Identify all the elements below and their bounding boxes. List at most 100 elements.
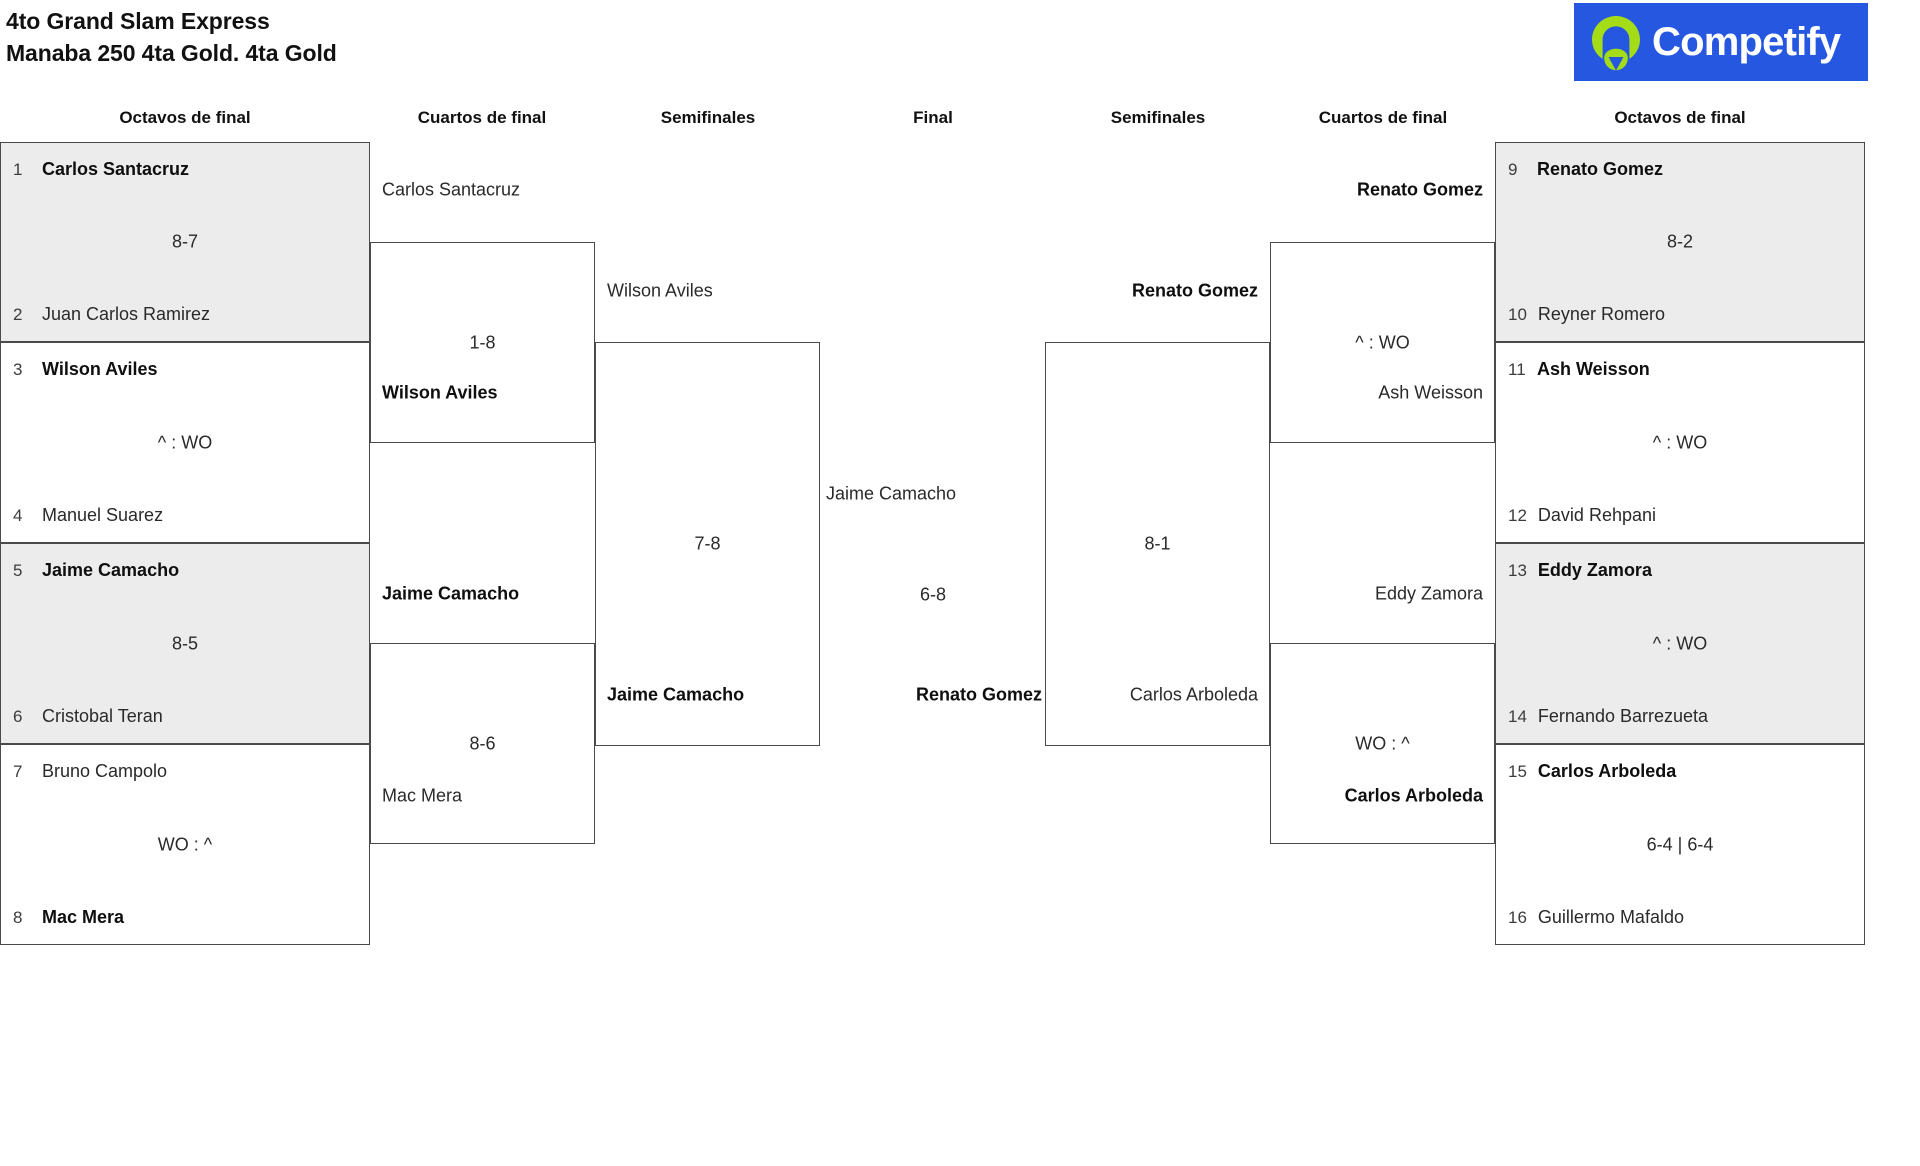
player-slot-bottom[interactable]: 14 Fernando Barrezueta	[1496, 706, 1864, 727]
seed-number: 9	[1508, 159, 1518, 179]
player-name: Eddy Zamora	[1537, 560, 1652, 580]
advancing-player-left-sf-bottom[interactable]: Jaime Camacho	[607, 684, 745, 705]
player-slot-top[interactable]: 7 Bruno Campolo	[1, 761, 369, 782]
match-cell-left-r16-4[interactable]: 7 Bruno Campolo WO : ^ 8 Mac Mera	[0, 744, 370, 945]
round-title-left-semis: Semifinales	[660, 108, 756, 127]
seed-number: 16	[1508, 907, 1527, 927]
competify-logo: Competify	[1574, 3, 1868, 81]
seed-number: 13	[1508, 560, 1527, 580]
round-title-right-octavos: Octavos de final	[1614, 108, 1746, 127]
seed-number: 11	[1508, 359, 1526, 379]
player-slot-top[interactable]: 11 Ash Weisson	[1496, 359, 1864, 380]
player-name: Fernando Barrezueta	[1537, 706, 1709, 726]
player-name: Juan Carlos Ramirez	[42, 304, 211, 324]
tournament-name: 4to Grand Slam Express	[6, 8, 270, 34]
advancing-player-left-qf1-top[interactable]: Carlos Santacruz	[382, 179, 521, 200]
match-score: ^ : WO	[1355, 332, 1410, 352]
player-name: Wilson Aviles	[42, 359, 158, 379]
seed-number: 2	[13, 304, 23, 324]
player-slot-bottom[interactable]: 8 Mac Mera	[1, 907, 369, 928]
match-score: 8-5	[171, 633, 198, 653]
advancing-player-left-qf1-bottom[interactable]: Wilson Aviles	[382, 382, 498, 403]
player-name: Renato Gomez	[1537, 159, 1664, 179]
final-score: 6-8	[919, 584, 947, 605]
seed-number: 15	[1508, 761, 1527, 781]
competify-person-logo-icon	[1588, 13, 1644, 71]
seed-number: 10	[1508, 304, 1527, 324]
advancing-player-left-qf2-bottom[interactable]: Mac Mera	[382, 785, 463, 806]
match-score: 6-4 | 6-4	[1646, 834, 1714, 854]
match-box-left-qf-2[interactable]: 8-6	[370, 643, 595, 844]
player-name: Reyner Romero	[1537, 304, 1665, 324]
seed-number: 4	[13, 505, 23, 525]
match-score: 8-7	[171, 231, 198, 252]
match-cell-left-r16-2[interactable]: 3 Wilson Aviles ^ : WO 4 Manuel Suarez	[0, 342, 370, 543]
match-box-left-qf-1[interactable]: 1-8	[370, 242, 595, 443]
match-score: ^ : WO	[157, 432, 213, 452]
player-slot-bottom[interactable]: 4 Manuel Suarez	[1, 505, 369, 526]
match-cell-right-r16-2[interactable]: 11 Ash Weisson ^ : WO 12 David Rehpani	[1495, 342, 1865, 543]
round-title-right-semis: Semifinales	[1110, 108, 1206, 127]
match-score: 8-1	[1144, 533, 1171, 554]
seed-number: 3	[13, 359, 23, 379]
player-slot-bottom[interactable]: 2 Juan Carlos Ramirez	[1, 304, 369, 325]
match-score: 7-8	[694, 533, 721, 554]
seed-number: 14	[1508, 706, 1527, 726]
match-cell-right-r16-1[interactable]: 9 Renato Gomez 8-2 10 Reyner Romero	[1495, 142, 1865, 342]
match-box-right-qf-1[interactable]: ^ : WO	[1270, 242, 1495, 443]
player-slot-bottom[interactable]: 10 Reyner Romero	[1496, 304, 1864, 325]
seed-number: 8	[13, 907, 23, 927]
match-score: WO : ^	[1355, 733, 1410, 753]
player-name: Cristobal Teran	[42, 706, 163, 726]
round-title-left-cuartos: Cuartos de final	[417, 108, 547, 127]
page-header: 4to Grand Slam Express Manaba 250 4ta Go…	[0, 0, 1920, 86]
advancing-player-right-sf-bottom[interactable]: Carlos Arboleda	[1129, 684, 1258, 705]
player-slot-bottom[interactable]: 12 David Rehpani	[1496, 505, 1864, 526]
player-name: Jaime Camacho	[42, 560, 180, 580]
player-name: David Rehpani	[1537, 505, 1656, 525]
player-slot-top[interactable]: 5 Jaime Camacho	[1, 560, 369, 581]
player-name: Manuel Suarez	[42, 505, 164, 525]
advancing-player-right-sf-top[interactable]: Renato Gomez	[1131, 280, 1258, 301]
player-slot-bottom[interactable]: 6 Cristobal Teran	[1, 706, 369, 727]
advancing-player-left-sf-top[interactable]: Wilson Aviles	[607, 280, 713, 301]
advancing-player-right-qf1-bottom[interactable]: Ash Weisson	[1378, 382, 1483, 403]
advancing-player-right-qf2-top[interactable]: Eddy Zamora	[1374, 583, 1483, 604]
player-name: Mac Mera	[42, 907, 125, 927]
player-slot-top[interactable]: 1 Carlos Santacruz	[1, 159, 369, 180]
round-title-right-cuartos: Cuartos de final	[1318, 108, 1448, 127]
finalist-left[interactable]: Jaime Camacho	[826, 483, 957, 504]
match-cell-left-r16-1[interactable]: 1 Carlos Santacruz 8-7 2 Juan Carlos Ram…	[0, 142, 370, 342]
player-name: Carlos Arboleda	[1537, 761, 1677, 781]
match-box-left-sf[interactable]: 7-8	[595, 342, 820, 746]
match-score: 1-8	[469, 332, 496, 352]
round-title-left-octavos: Octavos de final	[119, 108, 251, 127]
player-name: Ash Weisson	[1537, 359, 1650, 379]
player-name: Bruno Campolo	[42, 761, 168, 781]
seed-number: 7	[13, 761, 23, 781]
advancing-player-right-qf2-bottom[interactable]: Carlos Arboleda	[1344, 785, 1483, 806]
player-slot-top[interactable]: 3 Wilson Aviles	[1, 359, 369, 380]
seed-number: 12	[1508, 505, 1527, 525]
seed-number: 1	[13, 159, 23, 179]
match-score: 8-2	[1666, 231, 1693, 252]
player-slot-bottom[interactable]: 16 Guillermo Mafaldo	[1496, 907, 1864, 928]
advancing-player-right-qf1-top[interactable]: Renato Gomez	[1356, 179, 1483, 200]
player-name: Carlos Santacruz	[42, 159, 190, 179]
advancing-player-left-qf2-top[interactable]: Jaime Camacho	[382, 583, 520, 604]
seed-number: 6	[13, 706, 23, 726]
match-cell-right-r16-4[interactable]: 15 Carlos Arboleda 6-4 | 6-4 16 Guillerm…	[1495, 744, 1865, 945]
match-cell-right-r16-3[interactable]: 13 Eddy Zamora ^ : WO 14 Fernando Barrez…	[1495, 543, 1865, 744]
player-slot-top[interactable]: 9 Renato Gomez	[1496, 159, 1864, 180]
match-box-right-qf-2[interactable]: WO : ^	[1270, 643, 1495, 844]
player-slot-top[interactable]: 15 Carlos Arboleda	[1496, 761, 1864, 782]
match-box-right-sf[interactable]: 8-1	[1045, 342, 1270, 746]
finalist-right[interactable]: Renato Gomez	[915, 684, 1042, 705]
match-score: 8-6	[469, 733, 496, 753]
tournament-title-block: 4to Grand Slam Express Manaba 250 4ta Go…	[6, 6, 337, 69]
player-name: Guillermo Mafaldo	[1537, 907, 1684, 927]
seed-number: 5	[13, 560, 23, 580]
player-slot-top[interactable]: 13 Eddy Zamora	[1496, 560, 1864, 581]
match-score: ^ : WO	[1652, 432, 1708, 452]
match-cell-left-r16-3[interactable]: 5 Jaime Camacho 8-5 6 Cristobal Teran	[0, 543, 370, 744]
